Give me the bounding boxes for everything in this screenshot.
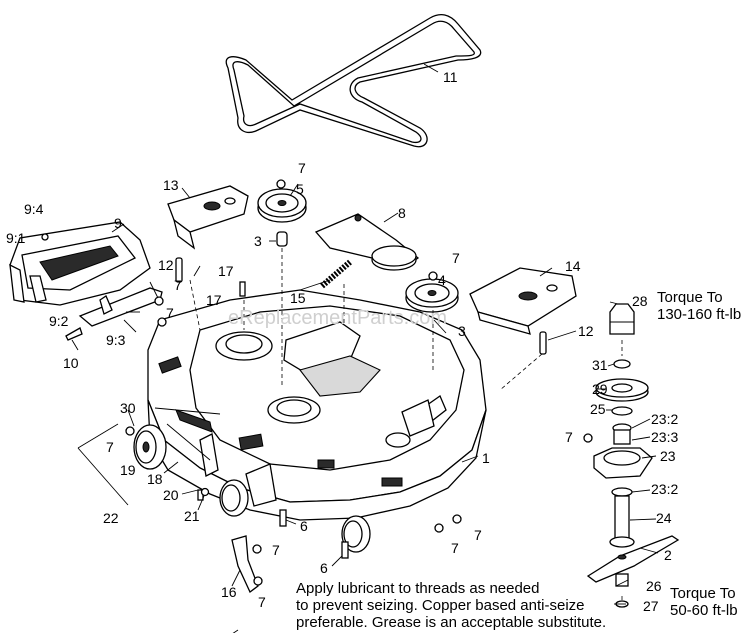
nuts-small bbox=[41, 179, 593, 586]
deck-guard bbox=[9, 221, 151, 306]
anti-scalp-wheel-right bbox=[341, 515, 371, 553]
callout-7-deck-bottom-a: 7 bbox=[451, 540, 459, 556]
callout-13: 13 bbox=[163, 177, 179, 193]
callout-28: 28 bbox=[632, 293, 648, 309]
wheel-bracket bbox=[199, 433, 277, 507]
torque-top-line1: Torque To bbox=[657, 289, 723, 306]
callout-29: 29 bbox=[592, 381, 608, 397]
callout-6-mid: 6 bbox=[300, 518, 308, 534]
callout-25: 25 bbox=[590, 401, 606, 417]
callout-23: 23 bbox=[660, 448, 676, 464]
callout-8: 8 bbox=[398, 205, 406, 221]
right-pulley-cover bbox=[469, 267, 577, 335]
callout-31: 31 bbox=[592, 357, 608, 373]
torque-bottom-line2: 50-60 ft-lb bbox=[670, 602, 738, 619]
idler-arm-assembly bbox=[314, 213, 420, 271]
callout-18: 18 bbox=[147, 471, 163, 487]
callout-16: 16 bbox=[221, 584, 237, 600]
mower-deck bbox=[147, 289, 487, 521]
callout-3-top: 3 bbox=[254, 233, 262, 249]
leader-lines bbox=[71, 63, 659, 633]
callout-4: 4 bbox=[438, 272, 446, 288]
idler-pulley-top bbox=[257, 188, 307, 223]
torque-bottom-line1: Torque To bbox=[670, 585, 736, 602]
callout-9-4: 9:4 bbox=[24, 201, 44, 217]
callout-1: 1 bbox=[482, 450, 490, 466]
callout-30: 30 bbox=[120, 400, 136, 416]
callout-19: 19 bbox=[120, 462, 136, 478]
idler-pulley-right bbox=[405, 278, 459, 313]
callout-11: 11 bbox=[443, 69, 458, 85]
deflector-bracket bbox=[231, 535, 259, 594]
lubricant-note-line3: preferable. Grease is an acceptable subs… bbox=[296, 614, 606, 631]
callout-21: 21 bbox=[184, 508, 200, 524]
callout-9: 9 bbox=[114, 215, 122, 231]
lubricant-note-line2: to prevent seizing. Copper based anti-se… bbox=[296, 597, 585, 614]
callout-24: 24 bbox=[656, 510, 672, 526]
spacer-top bbox=[276, 231, 288, 247]
callout-5: 5 bbox=[296, 181, 304, 197]
callout-27: 27 bbox=[643, 598, 659, 614]
callout-10: 10 bbox=[63, 355, 79, 371]
callout-26: 26 bbox=[646, 578, 662, 594]
mower-blade bbox=[586, 535, 680, 583]
callout-2: 2 bbox=[664, 547, 672, 563]
spindle-assembly bbox=[593, 303, 653, 608]
callout-12-left: 12 bbox=[158, 257, 174, 273]
callout-22: 22 bbox=[103, 510, 119, 526]
callout-14: 14 bbox=[565, 258, 581, 274]
anti-scalp-wheel-mid bbox=[219, 479, 249, 517]
callout-17-top: 17 bbox=[218, 263, 234, 279]
torque-note-bottom: Torque To 50-60 ft-lb bbox=[670, 585, 738, 619]
guard-bracket bbox=[78, 287, 163, 327]
anti-scalp-wheel-left bbox=[133, 424, 167, 470]
torque-top-line2: 130-160 ft-lb bbox=[657, 306, 741, 323]
callout-23-3: 23:3 bbox=[651, 429, 678, 445]
watermark: eReplacementParts.com bbox=[228, 307, 447, 329]
callout-labels: 11 1 2 3 3 4 5 6 6 7 7 7 7 7 7 7 7 7 7 8… bbox=[6, 69, 678, 614]
torque-note-top: Torque To 130-160 ft-lb bbox=[657, 289, 741, 323]
callout-7-deck-bottom-b: 7 bbox=[474, 527, 482, 543]
callout-20: 20 bbox=[163, 487, 179, 503]
callout-9-3: 9:3 bbox=[106, 332, 126, 348]
callout-7-spindle: 7 bbox=[565, 429, 573, 445]
callout-23-2-bottom: 23:2 bbox=[651, 481, 678, 497]
drive-belt bbox=[225, 13, 482, 148]
callout-7-top: 7 bbox=[298, 160, 306, 176]
callout-3-right: 3 bbox=[458, 323, 466, 339]
left-pulley-cover bbox=[167, 185, 249, 250]
callout-7-wheel: 7 bbox=[106, 439, 114, 455]
hardware-bolts bbox=[65, 257, 547, 559]
callout-17-mid: 17 bbox=[206, 292, 222, 308]
callout-9-2: 9:2 bbox=[49, 313, 69, 329]
callout-7-right-pulley: 7 bbox=[452, 250, 460, 266]
callout-7-bracket-b: 7 bbox=[166, 305, 174, 321]
callout-23-2-top: 23:2 bbox=[651, 411, 678, 427]
callout-12-right: 12 bbox=[578, 323, 594, 339]
lubricant-note-line1: Apply lubricant to threads as needed bbox=[296, 580, 540, 597]
callout-9-1: 9:1 bbox=[6, 230, 26, 246]
callout-7-lower: 7 bbox=[272, 542, 280, 558]
assembly-lines bbox=[189, 248, 623, 600]
callout-15: 15 bbox=[290, 290, 306, 306]
callout-7-bottom: 7 bbox=[258, 594, 266, 610]
callout-7-bracket: 7 bbox=[174, 277, 182, 293]
lubricant-note: Apply lubricant to threads as needed to … bbox=[296, 580, 606, 631]
tension-spring bbox=[320, 259, 352, 289]
callout-6-low: 6 bbox=[320, 560, 328, 576]
